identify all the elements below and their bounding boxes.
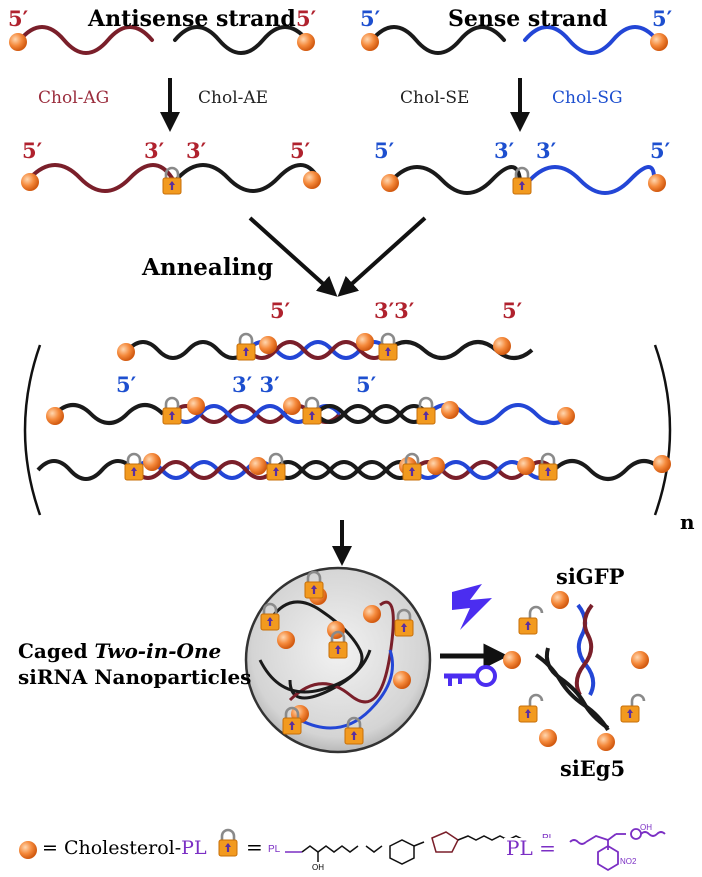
nanoparticle-caption-line2: siRNA Nanoparticles <box>18 665 252 689</box>
annealing-arrow <box>248 216 338 297</box>
photocage-lock-icon <box>511 166 533 196</box>
linker-oh: OH <box>312 863 324 872</box>
pl-oh: OH <box>640 823 652 832</box>
linker-structure <box>285 831 540 865</box>
chol-se-strand <box>370 25 506 55</box>
right-bracket <box>653 344 672 516</box>
three-prime-label: 3′ <box>494 138 515 163</box>
pl-no2: NO2 <box>620 857 637 866</box>
sense-single-strands <box>361 25 668 55</box>
five-prime-label: 5′ <box>290 138 311 163</box>
annealing-label: Annealing <box>142 254 274 281</box>
legend-cholesterol-text: = Cholesterol-PL <box>42 837 207 859</box>
open-lock-icon <box>619 693 646 724</box>
antisense-single-strands <box>9 25 315 55</box>
five-prime-label: 5′ <box>8 6 29 31</box>
three-prime-pair-label: 3′ 3′ <box>232 372 280 397</box>
chol-ae-label: Chol-AE <box>198 88 269 108</box>
nanoparticle-caption-line1: Caged Two-in-One <box>18 639 222 663</box>
five-prime-label: 5′ <box>650 138 671 163</box>
duplex-row <box>117 332 534 362</box>
five-prime-label: 5′ <box>116 372 137 397</box>
sense-ligated-strand <box>381 165 666 196</box>
key-icon <box>444 665 497 687</box>
antisense-strand-title: Antisense strand <box>88 6 296 32</box>
sirna-nanoparticle <box>244 566 432 754</box>
chol-sg-label: Chol-SG <box>552 88 623 108</box>
legend-lock-eq: = <box>246 835 263 859</box>
cholesterol-ball <box>650 33 668 51</box>
open-lock-icon <box>517 605 544 636</box>
linker-pl-left: PL <box>268 844 281 855</box>
three-prime-label: 3′ <box>536 138 557 163</box>
duplex-row <box>36 452 671 482</box>
three-prime-label: 3′ <box>186 138 207 163</box>
released-sieg5 <box>534 647 610 732</box>
antisense-ligated-strand <box>21 163 321 196</box>
cholesterol-ball <box>297 33 315 51</box>
pl-structure <box>569 828 666 872</box>
five-prime-label: 5′ <box>374 138 395 163</box>
chol-se-label: Chol-SE <box>400 88 470 108</box>
five-prime-label: 5′ <box>502 298 523 323</box>
five-prime-label: 5′ <box>296 6 317 31</box>
three-prime-label: 3′ <box>144 138 165 163</box>
lightning-icon <box>452 584 492 630</box>
chol-sg-strand <box>523 25 659 55</box>
five-prime-label: 5′ <box>652 6 673 31</box>
repeat-n-label: n <box>680 510 695 534</box>
five-prime-label: 5′ <box>356 372 377 397</box>
legend-ball-icon <box>19 841 37 859</box>
left-bracket <box>23 344 42 516</box>
chol-ae-strand <box>173 25 309 55</box>
sigfp-label: siGFP <box>556 564 625 589</box>
legend-pl-eq: PL = <box>504 836 558 860</box>
photocage-lock-icon <box>161 166 183 196</box>
open-lock-icon <box>517 693 544 724</box>
sense-strand-title: Sense strand <box>448 6 608 32</box>
cholesterol-ball <box>361 33 379 51</box>
five-prime-label: 5′ <box>360 6 381 31</box>
legend-lock-icon <box>217 828 239 858</box>
five-prime-label: 5′ <box>22 138 43 163</box>
three-prime-pair-label: 3′3′ <box>374 298 415 323</box>
chol-ag-strand <box>18 25 154 55</box>
duplex-row <box>46 396 575 426</box>
cholesterol-ball <box>9 33 27 51</box>
chol-ag-label: Chol-AG <box>38 88 110 108</box>
released-sigfp <box>574 603 596 696</box>
five-prime-label: 5′ <box>270 298 291 323</box>
sieg5-label: siEg5 <box>560 756 626 781</box>
annealing-arrow <box>337 216 427 297</box>
